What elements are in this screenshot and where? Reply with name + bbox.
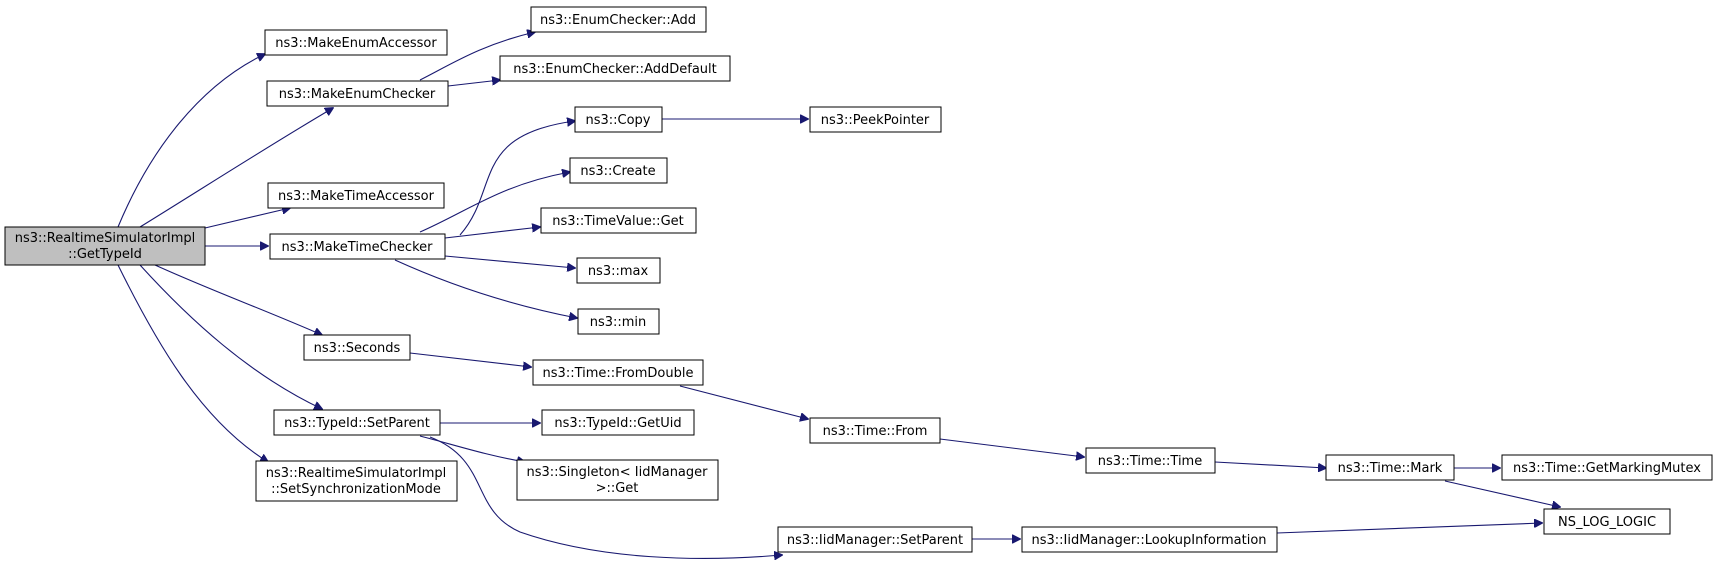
node-label: ns3::TypeId::SetParent (284, 416, 430, 431)
node-make-enum-checker[interactable]: ns3::MakeEnumChecker (266, 80, 449, 107)
edge-lookup-ns-log-logic (1276, 523, 1542, 534)
node-singleton-get[interactable]: ns3::Singleton< IidManager >::Get (516, 459, 719, 501)
node-label: ns3::max (588, 264, 649, 279)
edge-time-checker-min (394, 259, 577, 318)
nodes: ns3::RealtimeSimulatorImpl ::GetTypeId n… (4, 6, 1713, 553)
node-make-time-checker[interactable]: ns3::MakeTimeChecker (269, 233, 446, 260)
edge-time-from-double-time-from (679, 385, 808, 419)
edge-enum-checker-add (419, 32, 535, 81)
edge-time-time-time-mark (1214, 461, 1326, 468)
node-label: ns3::TimeValue::Get (552, 214, 684, 229)
node-label: ns3::Time::GetMarkingMutex (1513, 461, 1701, 476)
node-peek-pointer[interactable]: ns3::PeekPointer (809, 106, 942, 133)
node-label: ns3::EnumChecker::Add (540, 13, 696, 28)
node-label: ns3::min (590, 315, 647, 330)
node-label: ns3::IidManager::SetParent (787, 533, 963, 548)
node-label: ns3::Copy (585, 113, 650, 128)
edge-root-set-sync-mode (117, 264, 268, 462)
node-root[interactable]: ns3::RealtimeSimulatorImpl ::GetTypeId (4, 226, 206, 266)
node-label: ns3::MakeTimeChecker (282, 240, 434, 255)
node-iid-manager-lookup[interactable]: ns3::IidManager::LookupInformation (1021, 526, 1278, 553)
node-label-line2: >::Get (596, 481, 639, 496)
edge-time-mark-ns-log-logic (1444, 480, 1560, 507)
node-time-time[interactable]: ns3::Time::Time (1085, 447, 1216, 474)
node-label-line2: ::SetSynchronizationMode (271, 482, 441, 497)
node-max[interactable]: ns3::max (576, 257, 661, 284)
node-label: ns3::Time::Time (1098, 454, 1202, 469)
node-make-enum-accessor[interactable]: ns3::MakeEnumAccessor (264, 29, 448, 56)
node-seconds[interactable]: ns3::Seconds (303, 334, 411, 361)
edge-time-checker-copy (459, 121, 575, 236)
node-label-line1: ns3::RealtimeSimulatorImpl (266, 466, 447, 481)
node-typeid-set-parent[interactable]: ns3::TypeId::SetParent (273, 409, 441, 436)
edge-root-make-time-accessor (204, 208, 290, 229)
node-label: ns3::TypeId::GetUid (554, 416, 681, 431)
node-enum-checker-add-default[interactable]: ns3::EnumChecker::AddDefault (499, 55, 731, 82)
node-time-value-get[interactable]: ns3::TimeValue::Get (540, 207, 697, 234)
node-label: ns3::Seconds (314, 341, 401, 356)
node-time-mark[interactable]: ns3::Time::Mark (1325, 454, 1455, 481)
node-label: ns3::PeekPointer (821, 113, 930, 128)
node-create[interactable]: ns3::Create (569, 157, 668, 184)
node-label: ns3::EnumChecker::AddDefault (513, 62, 716, 77)
edge-set-parent-iid-manager-set-parent (429, 436, 782, 558)
node-label: ns3::MakeTimeAccessor (278, 189, 435, 204)
edge-root-seconds (154, 264, 322, 335)
edge-root-make-enum-accessor (117, 54, 265, 228)
node-min[interactable]: ns3::min (577, 308, 660, 335)
node-ns-log-logic[interactable]: NS_LOG_LOGIC (1543, 508, 1671, 535)
node-set-sync-mode[interactable]: ns3::RealtimeSimulatorImpl ::SetSynchron… (255, 460, 458, 502)
node-label: ns3::Time::From (823, 424, 928, 439)
node-root-line1: ns3::RealtimeSimulatorImpl (15, 231, 196, 246)
node-root-line2: ::GetTypeId (68, 247, 142, 262)
node-label: ns3::Time::FromDouble (543, 366, 694, 381)
edge-time-checker-time-value-get (444, 227, 540, 239)
node-typeid-get-uid[interactable]: ns3::TypeId::GetUid (541, 409, 695, 436)
node-label: NS_LOG_LOGIC (1558, 515, 1656, 530)
edge-root-typeid-set-parent (139, 264, 322, 409)
edge-seconds-time-from-double (409, 352, 531, 367)
edge-set-parent-singleton-get (419, 435, 525, 462)
edge-time-checker-create (419, 172, 570, 233)
node-label: ns3::MakeEnumChecker (279, 87, 436, 102)
node-label: ns3::MakeEnumAccessor (275, 36, 437, 51)
node-time-get-marking-mutex[interactable]: ns3::Time::GetMarkingMutex (1501, 454, 1713, 481)
node-label: ns3::Time::Mark (1338, 461, 1443, 476)
edge-enum-checker-add-default (447, 80, 500, 87)
node-make-time-accessor[interactable]: ns3::MakeTimeAccessor (267, 182, 445, 209)
edge-root-make-enum-checker (139, 108, 333, 228)
edge-time-checker-max (444, 255, 575, 268)
node-time-from-double[interactable]: ns3::Time::FromDouble (532, 359, 704, 386)
node-label: ns3::IidManager::LookupInformation (1031, 533, 1266, 548)
node-iid-manager-set-parent[interactable]: ns3::IidManager::SetParent (777, 526, 973, 553)
node-copy[interactable]: ns3::Copy (574, 106, 663, 133)
node-time-from[interactable]: ns3::Time::From (809, 417, 941, 444)
node-enum-checker-add[interactable]: ns3::EnumChecker::Add (530, 6, 707, 33)
edges (117, 32, 1560, 558)
node-label: ns3::Create (580, 164, 655, 179)
node-label-line1: ns3::Singleton< IidManager (526, 465, 708, 480)
edge-time-from-time-time (939, 438, 1084, 457)
